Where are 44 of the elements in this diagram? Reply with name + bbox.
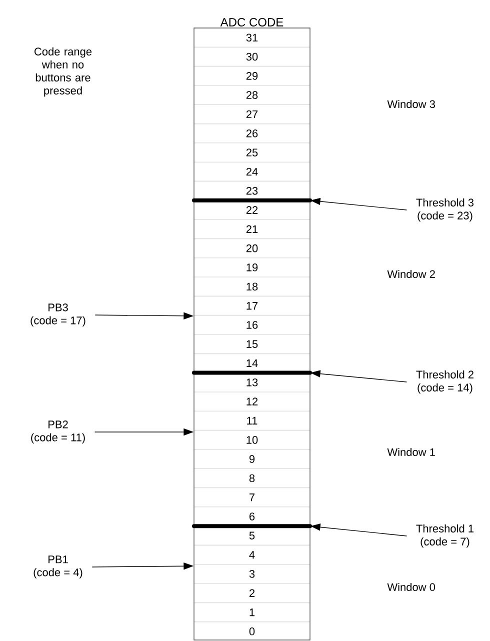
code-number: 3 xyxy=(249,570,255,578)
button-label: PB1 (code = 4) xyxy=(34,556,82,578)
window-label: Window 0 xyxy=(387,582,436,592)
code-number: 25 xyxy=(246,148,258,156)
code-number: 17 xyxy=(246,302,258,310)
code-number: 22 xyxy=(246,206,258,214)
code-number: 16 xyxy=(246,321,258,329)
threshold-label: Threshold 1 (code = 7) xyxy=(416,524,474,548)
code-number: 20 xyxy=(246,244,258,252)
code-number: 8 xyxy=(249,474,255,482)
code-number: 14 xyxy=(246,359,258,367)
code-number: 18 xyxy=(246,282,258,290)
code-number: 30 xyxy=(246,52,258,61)
window-label: Window 3 xyxy=(387,100,435,108)
code-number: 0 xyxy=(249,628,255,636)
note-text: Code range when no buttons are pressed xyxy=(34,47,92,97)
code-number: 31 xyxy=(246,34,258,42)
code-number: 24 xyxy=(246,168,258,176)
code-number: 28 xyxy=(246,91,258,99)
code-number: 5 xyxy=(249,532,255,540)
threshold-label: Threshold 3 (code = 23) xyxy=(416,198,474,222)
code-number: 2 xyxy=(249,589,254,597)
code-number: 9 xyxy=(249,455,255,463)
button-label: PB3 (code = 17) xyxy=(30,304,86,326)
code-number: 27 xyxy=(246,110,258,118)
code-number: 4 xyxy=(249,551,255,559)
node-label: ADC CODE xyxy=(220,18,284,26)
code-number: 13 xyxy=(246,378,258,386)
code-number: 23 xyxy=(246,186,258,195)
code-number: 6 xyxy=(250,512,255,520)
window-label: Window 1 xyxy=(387,448,435,456)
code-number: 26 xyxy=(246,130,258,138)
code-number: 21 xyxy=(246,225,258,233)
code-number: 10 xyxy=(246,436,258,444)
code-number: 29 xyxy=(246,72,258,80)
button-label: PB2 (code = 11) xyxy=(31,420,85,444)
code-number: 12 xyxy=(246,398,258,406)
code-number: 7 xyxy=(250,494,254,502)
code-number: 15 xyxy=(246,340,258,348)
window-label: Window 2 xyxy=(387,270,435,278)
code-number: 1 xyxy=(250,608,255,616)
code-number: 11 xyxy=(247,416,258,424)
code-number: 19 xyxy=(246,264,258,272)
threshold-label: Threshold 2 (code = 14) xyxy=(416,370,474,394)
